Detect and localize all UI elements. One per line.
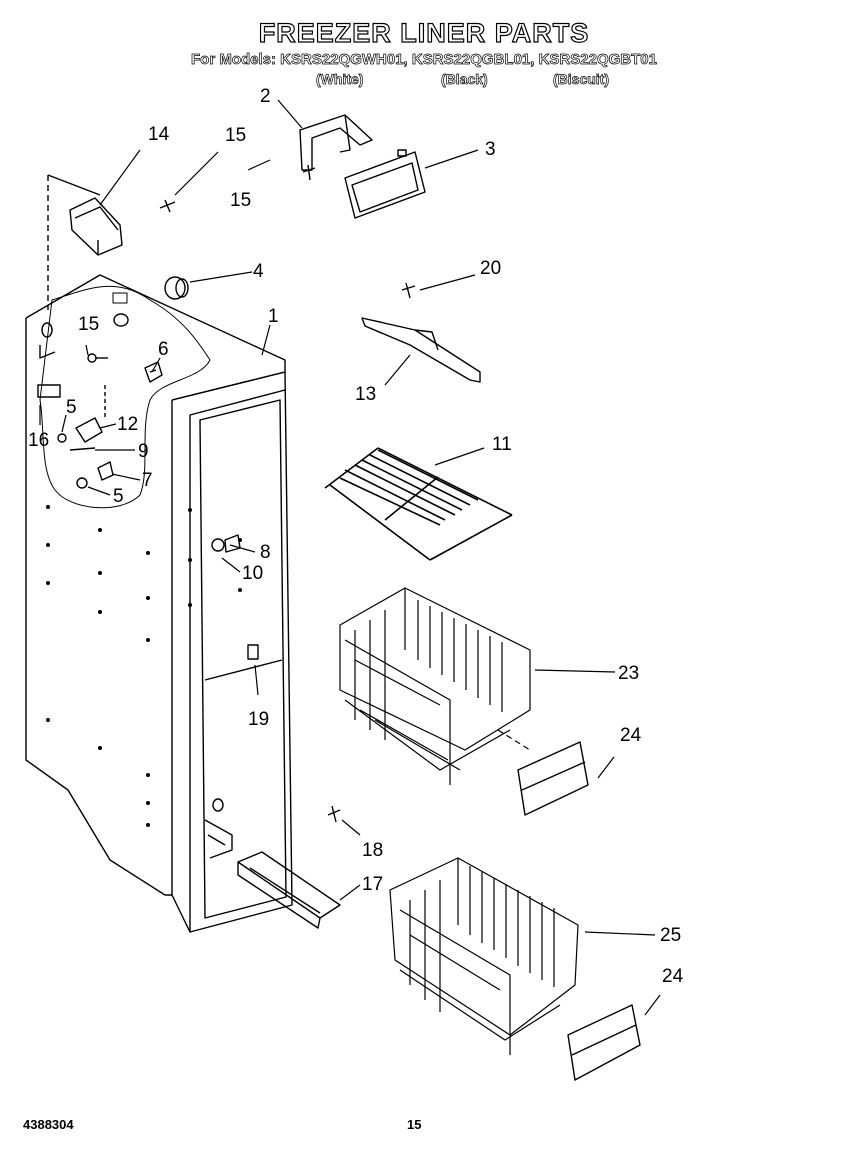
callout-3: 3 bbox=[485, 139, 496, 160]
callout-4: 4 bbox=[253, 261, 264, 282]
callout-20: 20 bbox=[480, 258, 501, 279]
basket-front-part-24b bbox=[567, 1004, 641, 1081]
callout-19: 19 bbox=[248, 709, 269, 730]
doc-number: 4388304 bbox=[23, 1117, 74, 1132]
knob-part-4 bbox=[164, 276, 189, 300]
wire-shelf-part-11 bbox=[324, 447, 513, 561]
callout-24a: 24 bbox=[620, 725, 642, 746]
callout-15c: 15 bbox=[78, 314, 99, 335]
leader-lines bbox=[39, 99, 661, 1016]
basket-part-23 bbox=[339, 587, 531, 785]
callout-12: 12 bbox=[117, 414, 138, 435]
color-biscuit: (Biscuit) bbox=[553, 71, 610, 88]
callout-14: 14 bbox=[148, 124, 170, 145]
bracket-part-14 bbox=[69, 197, 123, 256]
callout-24b: 24 bbox=[662, 966, 684, 987]
color-black: (Black) bbox=[441, 71, 488, 88]
callout-15b: 15 bbox=[230, 190, 251, 211]
page-number: 15 bbox=[407, 1117, 422, 1132]
callout-8: 8 bbox=[260, 542, 271, 563]
freezer-liner-cabinet bbox=[25, 174, 293, 933]
hanger-part-2 bbox=[299, 114, 373, 171]
callout-5b: 5 bbox=[113, 486, 124, 507]
callout-18: 18 bbox=[362, 840, 383, 861]
callout-7: 7 bbox=[142, 470, 153, 491]
page-title: FREEZER LINER PARTS bbox=[258, 17, 590, 48]
callout-16: 16 bbox=[28, 430, 49, 451]
screw-part-20 bbox=[401, 282, 416, 299]
callout-2: 2 bbox=[260, 86, 271, 107]
trim-part-17 bbox=[237, 851, 341, 929]
callout-23: 23 bbox=[618, 663, 639, 684]
callout-11: 11 bbox=[492, 434, 512, 455]
callout-5a: 5 bbox=[66, 397, 77, 418]
callout-25: 25 bbox=[660, 925, 681, 946]
callout-13: 13 bbox=[355, 384, 376, 405]
models-line: For Models: KSRS22QGWH01, KSRS22QGBL01, … bbox=[191, 51, 658, 69]
color-white: (White) bbox=[316, 71, 364, 88]
callout-15a: 15 bbox=[225, 125, 246, 146]
rail-part-13 bbox=[361, 317, 481, 383]
callout-9: 9 bbox=[138, 441, 149, 462]
basket-part-25 bbox=[389, 857, 579, 1055]
callout-6: 6 bbox=[158, 339, 169, 360]
callout-10: 10 bbox=[242, 563, 263, 584]
screw-part-18 bbox=[327, 805, 341, 823]
shield-part-3 bbox=[344, 149, 426, 219]
callout-1: 1 bbox=[268, 306, 279, 327]
screw-part-15b bbox=[302, 164, 316, 181]
screw-part-15a bbox=[159, 199, 176, 213]
basket-front-part-24a bbox=[517, 741, 589, 816]
callout-17: 17 bbox=[362, 874, 383, 895]
